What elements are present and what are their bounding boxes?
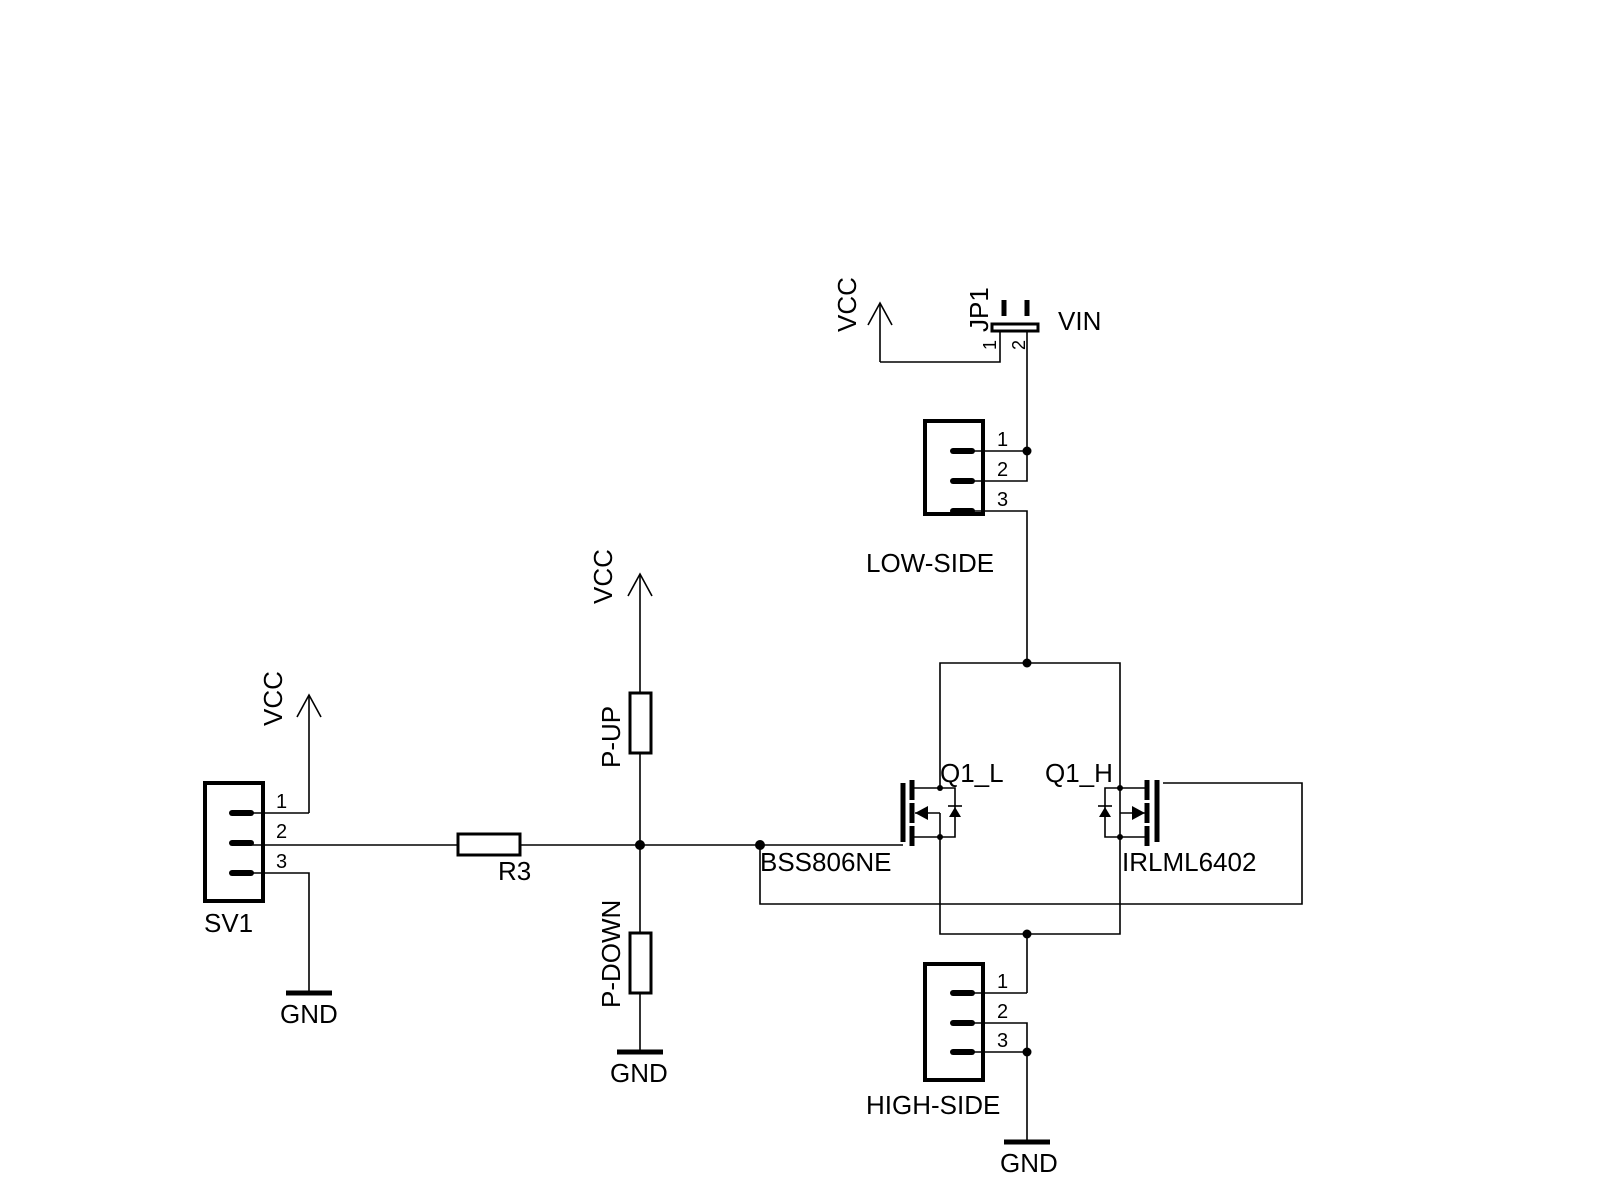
connector-high-side	[923, 962, 985, 1082]
wire-gate-loop	[759, 782, 1303, 905]
high-side-pin2: 2	[997, 1001, 1008, 1023]
vcc-label-pullup: VCC	[588, 549, 618, 604]
wire-low-pin2	[972, 451, 1028, 482]
wire-sv1-pin3	[251, 872, 310, 993]
vcc-symbol-sv1	[296, 693, 322, 813]
gnd-label-high: GND	[1000, 1148, 1058, 1178]
sv1-pin1: 1	[276, 791, 287, 813]
q1-l-label: Q1_L	[940, 758, 1004, 788]
vcc-symbol-pullup	[627, 572, 653, 693]
sv1-label: SV1	[204, 908, 253, 938]
connector-low-side	[923, 419, 985, 516]
low-side-pin1: 1	[997, 429, 1008, 451]
wire-high-pin2	[972, 1022, 1028, 1052]
p-up-label: P-UP	[596, 706, 626, 768]
mosfet-q1-h	[1098, 780, 1160, 846]
wire-source-bus	[939, 839, 1121, 935]
wire-vcc-jp1	[880, 330, 1001, 363]
high-side-pin3: 3	[997, 1030, 1008, 1052]
wire-low-pin3	[972, 510, 1028, 663]
q1-h-label: Q1_H	[1045, 758, 1113, 788]
bss806ne-label: BSS806NE	[760, 847, 892, 877]
low-side-label: LOW-SIDE	[866, 548, 994, 578]
resistor-r3	[456, 832, 522, 857]
resistor-p-down	[628, 931, 653, 995]
vcc-symbol-jp1	[867, 301, 893, 362]
low-side-pin3: 3	[997, 489, 1008, 511]
irlml6402-label: IRLML6402	[1122, 847, 1256, 877]
vcc-label-sv1: VCC	[258, 671, 288, 726]
gnd-label-sv1: GND	[280, 999, 338, 1029]
mosfet-q1-l	[760, 780, 962, 846]
p-down-label: P-DOWN	[596, 900, 626, 1008]
gnd-label-mid: GND	[610, 1058, 668, 1088]
junction-low-side	[1022, 446, 1032, 456]
high-side-label: HIGH-SIDE	[866, 1090, 1000, 1120]
vin-label: VIN	[1058, 306, 1101, 336]
junction-drain	[1022, 658, 1032, 668]
jumper-jp1	[990, 300, 1040, 333]
r3-label: R3	[498, 856, 531, 886]
high-side-pin1: 1	[997, 971, 1008, 993]
low-side-pin2: 2	[997, 459, 1008, 481]
vcc-label-jp1: VCC	[832, 277, 862, 332]
resistor-p-up	[628, 691, 653, 755]
sv1-pin2: 2	[276, 821, 287, 843]
jp1-pin2-label: 2	[1009, 340, 1029, 350]
jp1-label: JP1	[964, 287, 994, 332]
connector-sv1	[203, 781, 265, 903]
sv1-pin3: 3	[276, 851, 287, 873]
jp1-pin1-label: 1	[980, 340, 1000, 350]
